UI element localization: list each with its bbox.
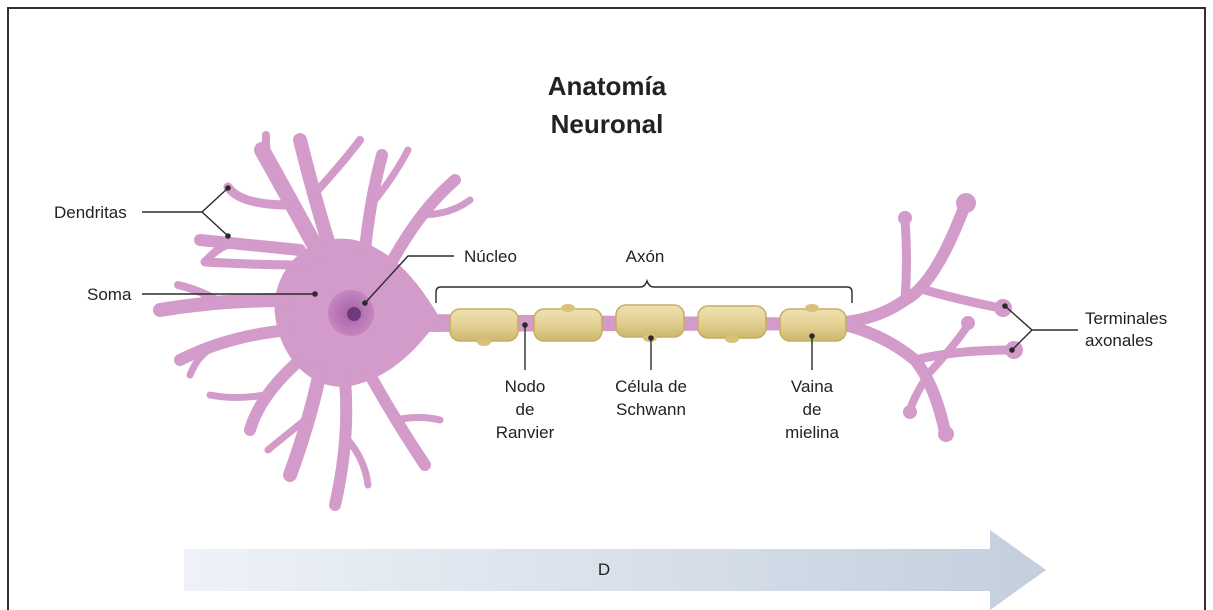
label-vaina-line-2: de [803, 400, 822, 419]
label-vaina-line-1: Vaina [791, 377, 834, 396]
label-nodo-line-3: Ranvier [496, 423, 555, 442]
axon-bracket [436, 281, 852, 303]
label-terminales-line-2: axonales [1085, 331, 1153, 350]
title-line-1: Anatomía [548, 71, 667, 101]
title-line-2: Neuronal [551, 109, 664, 139]
axon-terminals [845, 193, 1023, 442]
label-nucleo: Núcleo [464, 247, 517, 266]
direction-arrow: D [184, 530, 1046, 610]
label-dendritas: Dendritas [54, 203, 127, 222]
label-nodo-line-2: de [516, 400, 535, 419]
label-nodo-line-1: Nodo [505, 377, 546, 396]
soma-and-dendrites [160, 135, 470, 505]
label-celula-line-1: Célula de [615, 377, 687, 396]
label-soma: Soma [87, 285, 132, 304]
label-vaina-line-3: mielina [785, 423, 839, 442]
label-celula-line-2: Schwann [616, 400, 686, 419]
myelin-sheath [450, 304, 846, 346]
label-axon: Axón [626, 247, 665, 266]
nucleus [347, 307, 361, 321]
direction-arrow-label: D [598, 560, 610, 579]
label-terminales-line-1: Terminales [1085, 309, 1167, 328]
